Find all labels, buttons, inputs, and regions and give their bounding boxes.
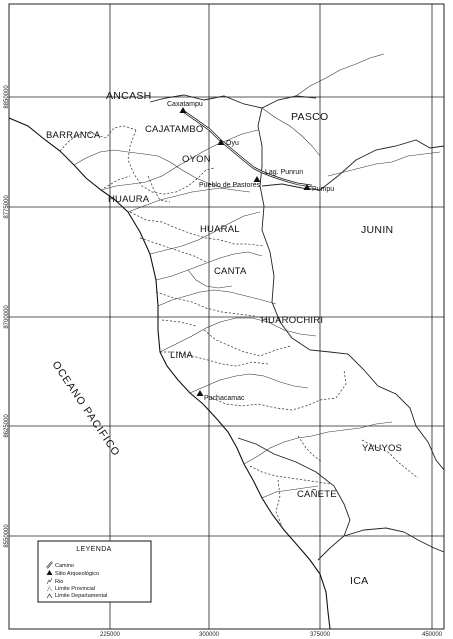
legend-label-archaeological-site: Sitio Arqueológico <box>55 571 99 577</box>
site-label-oyu: Oyu <box>226 140 239 147</box>
legend-label-road: Camino <box>55 563 74 569</box>
region-label-huaral: HUARAL <box>200 224 240 235</box>
map-frame <box>8 3 445 630</box>
departmental-boundary-symbol-icon <box>46 593 53 599</box>
pachacamac-site-icon <box>196 390 204 396</box>
legend: LEYENDA Camino Sitio Arqueológico Rio Li… <box>37 540 152 603</box>
legend-title: LEYENDA <box>76 546 111 553</box>
map-grid <box>8 3 445 630</box>
region-label-cajatambo: CAJATAMBO <box>145 124 203 135</box>
region-label-junin: JUNIN <box>361 224 393 236</box>
caxatampu-site-icon <box>179 107 187 113</box>
y-tick-8850000: 8850000 <box>4 85 10 109</box>
legend-label-departmental-boundary: Limite Departamental <box>55 593 107 599</box>
archaeological-sites <box>179 107 311 396</box>
region-label-canta: CANTA <box>214 266 247 277</box>
coastline <box>8 117 331 630</box>
site-label-lag-punrun: Lag. Punrun <box>265 169 303 176</box>
departmental-boundaries <box>149 94 445 561</box>
site-label-pumpu: Pumpu <box>312 186 334 193</box>
y-tick-8625000: 8625000 <box>4 414 10 438</box>
x-tick-375000: 375000 <box>310 632 331 638</box>
region-label-oyon: OYON <box>182 154 211 165</box>
region-label-pasco: PASCO <box>291 111 328 123</box>
region-label-ancash: ANCASH <box>106 90 152 102</box>
provincial-boundaries <box>59 125 419 527</box>
ocean-label: OCEANO PACIFICO <box>50 359 123 459</box>
oyu-site-icon <box>217 139 225 145</box>
site-label-caxatampu: Caxatampu <box>167 101 203 108</box>
x-tick-225000: 225000 <box>100 632 121 638</box>
legend-item-archaeological-site: Sitio Arqueológico <box>46 570 99 577</box>
legend-box <box>37 540 152 603</box>
region-label-barranca: BARRANCA <box>46 130 101 141</box>
provincial-boundary-symbol-icon <box>46 586 53 592</box>
site-label-pachacamac: Pachacamac <box>204 395 245 402</box>
legend-item-road: Camino <box>46 561 74 569</box>
archaeological-site-symbol-icon <box>46 570 53 575</box>
pumpu-site-icon <box>303 184 311 190</box>
rivers <box>73 53 441 499</box>
y-tick-8775000: 8775000 <box>4 195 10 219</box>
legend-item-departmental-boundary: Limite Departamental <box>46 593 107 599</box>
region-label-canete: CAÑETE <box>297 489 337 500</box>
region-label-ica: ICA <box>350 575 368 587</box>
river-symbol-icon <box>46 577 53 585</box>
x-tick-450000: 450000 <box>422 632 443 638</box>
legend-item-provincial-boundary: Limite Provincial <box>46 586 95 592</box>
region-label-huaura: HUAURA <box>108 194 150 205</box>
region-label-yauyos: YAUYOS <box>362 443 402 454</box>
region-label-huarochiri: HUAROCHIRI <box>261 315 323 326</box>
pueblo-de-pastores-site-icon <box>253 176 261 182</box>
legend-item-river: Rio <box>46 577 63 585</box>
region-label-lima: LIMA <box>170 350 193 361</box>
y-tick-8700000: 8700000 <box>4 305 10 329</box>
site-label-pueblo-de-pastores: Pueblo de Pastores <box>199 182 261 189</box>
legend-label-river: Rio <box>55 579 63 585</box>
road <box>182 110 313 188</box>
x-tick-300000: 300000 <box>199 632 220 638</box>
legend-label-provincial-boundary: Limite Provincial <box>55 586 95 592</box>
y-tick-8550000: 8550000 <box>4 524 10 548</box>
road-symbol-icon <box>46 561 53 569</box>
